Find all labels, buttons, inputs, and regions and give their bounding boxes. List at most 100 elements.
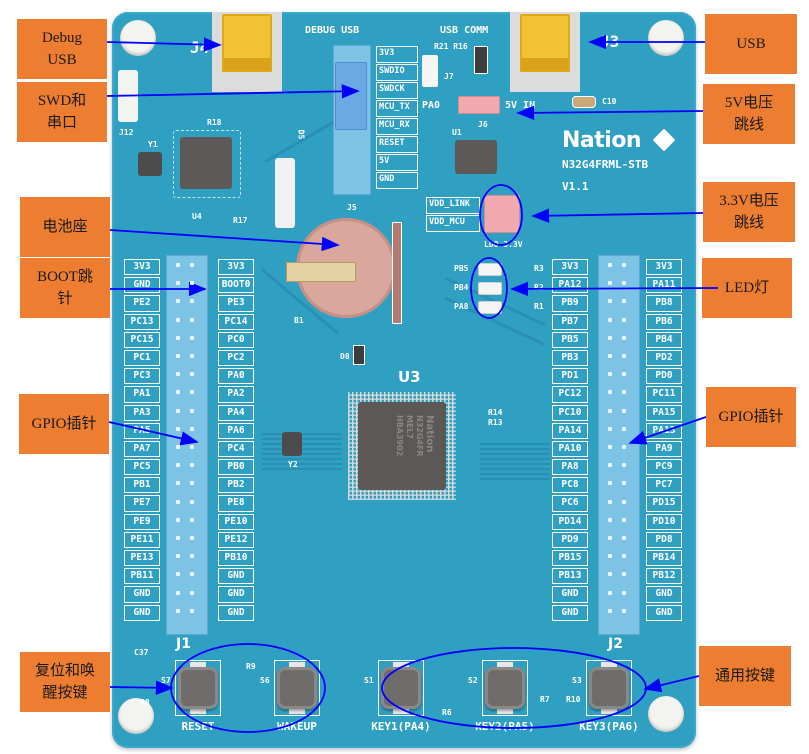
- pin-label: PE7: [124, 495, 160, 512]
- five-v-jumper[interactable]: [458, 96, 500, 114]
- callout-usb: USB: [705, 14, 797, 74]
- pin-label: PA15: [646, 404, 682, 421]
- pin-label: 3V3: [124, 259, 160, 276]
- button-label: KEY2(PA5): [475, 720, 535, 733]
- debug-usb-connector[interactable]: [222, 14, 272, 72]
- pin-label: PC0: [218, 331, 254, 348]
- pin-label: BOOT0: [218, 277, 254, 294]
- r3-label: R3: [534, 264, 544, 273]
- pin-label: PB12: [646, 568, 682, 585]
- three-v3-jumper[interactable]: [484, 195, 520, 233]
- r18-label: R18: [207, 118, 222, 127]
- usb-bridge-chip: [180, 137, 232, 189]
- header-pin: [176, 608, 180, 613]
- gpio-header-j1[interactable]: [166, 255, 208, 635]
- gpio-header-j2[interactable]: [598, 255, 640, 635]
- pin-label: PB6: [646, 313, 682, 330]
- push-button-key3-pa6[interactable]: [589, 667, 629, 709]
- header-pin: [622, 299, 626, 304]
- pin-label: PB9: [552, 295, 588, 312]
- pin-label: PC1: [124, 349, 160, 367]
- d8-label: D8: [340, 352, 350, 361]
- pin-label: PB5: [552, 331, 588, 348]
- swd-pin-label: RESET: [376, 136, 418, 153]
- header-pin: [176, 354, 180, 358]
- pin-label: PB7: [552, 313, 588, 330]
- header-pin: [176, 390, 180, 395]
- j3-label: J3: [600, 32, 620, 51]
- y1-label: Y1: [148, 140, 158, 149]
- callout-line: 5V电压: [724, 95, 774, 111]
- pin-label: GND: [218, 586, 254, 603]
- comm-usb-connector[interactable]: [520, 14, 570, 72]
- pin-label: GND: [552, 604, 588, 621]
- led-label-pa8: PA8: [454, 302, 469, 311]
- swd-jumper-caps[interactable]: [335, 62, 367, 130]
- push-button-key1-pa4[interactable]: [381, 667, 421, 709]
- pin-label: PE3: [218, 295, 254, 312]
- pin-label: PC15: [124, 331, 160, 348]
- callout-reset-wakeup: 复位和唤醒按键: [20, 652, 110, 712]
- pin-label: PE10: [218, 513, 254, 530]
- callout-line: GPIO插针: [31, 416, 97, 432]
- push-button-wakeup[interactable]: [277, 667, 317, 709]
- pin-label: GND: [124, 604, 160, 621]
- r14-label: R14: [488, 408, 503, 417]
- pcb-trace-bundle: [262, 430, 342, 470]
- uart-connector: [275, 158, 295, 228]
- callout-line: BOOT跳: [37, 269, 93, 285]
- swd-pin-label: 3V3: [376, 46, 418, 63]
- header-pin: [190, 299, 194, 304]
- header-pin: [622, 426, 626, 431]
- push-button-reset[interactable]: [178, 667, 218, 709]
- pa0-label: PA0: [422, 100, 441, 111]
- swd-header-labels: 3V3 SWDIO SWDCK MCU_TX MCU_RX RESET 5V G…: [376, 46, 418, 190]
- j12-connector: [118, 70, 138, 122]
- mcu-marking-line: Nation: [424, 415, 435, 453]
- header-pin: [190, 445, 194, 449]
- header-pin: [622, 354, 626, 358]
- j6-label: J6: [478, 120, 488, 129]
- pin-label: 3V3: [552, 259, 588, 276]
- swd-pin-label: MCU_RX: [376, 118, 418, 135]
- r13-label: R13: [488, 418, 503, 427]
- y2-label: Y2: [288, 460, 298, 469]
- mcu-marking: Nation N32G4FR MEL7 HBA3902: [372, 415, 435, 477]
- header-pin: [608, 590, 612, 595]
- callout-line: SWD和: [37, 93, 87, 109]
- callout-line: Debug: [42, 30, 82, 46]
- callout-line: USB: [736, 36, 766, 52]
- header-pin: [608, 317, 612, 322]
- pin-label: GND: [124, 277, 160, 294]
- r2-label: R2: [534, 283, 544, 292]
- pin-label: PC6: [552, 495, 588, 512]
- pin-label: PB4: [646, 331, 682, 348]
- j7-connector: [422, 55, 438, 87]
- pin-label: PB14: [646, 550, 682, 567]
- pin-label: PE12: [218, 531, 254, 548]
- button-ref: S2: [468, 676, 478, 685]
- header-pin: [608, 572, 612, 577]
- b1-label: B1: [294, 316, 304, 325]
- pin-label: PB3: [552, 349, 588, 367]
- header-pin: [190, 426, 194, 431]
- pin-label: PA3: [124, 404, 160, 421]
- callout-line: 跳线: [733, 215, 764, 231]
- header-pin: [190, 372, 194, 377]
- pin-label: GND: [646, 586, 682, 603]
- led-pb5: [478, 263, 502, 276]
- push-button-key2-pa5[interactable]: [485, 667, 525, 709]
- callout-line: USB: [47, 52, 77, 68]
- header-pin: [176, 572, 180, 577]
- header-pin: [176, 481, 180, 486]
- board-model: N32G4FRML-STB: [562, 158, 649, 171]
- pin-label: GND: [124, 586, 160, 603]
- header-pin: [176, 426, 180, 431]
- pin-label: GND: [218, 604, 254, 621]
- header-pin: [190, 335, 194, 340]
- header-pin: [190, 590, 194, 595]
- u1-label: U1: [452, 128, 462, 137]
- header-pin: [176, 281, 180, 286]
- pin-label: PE8: [218, 495, 254, 512]
